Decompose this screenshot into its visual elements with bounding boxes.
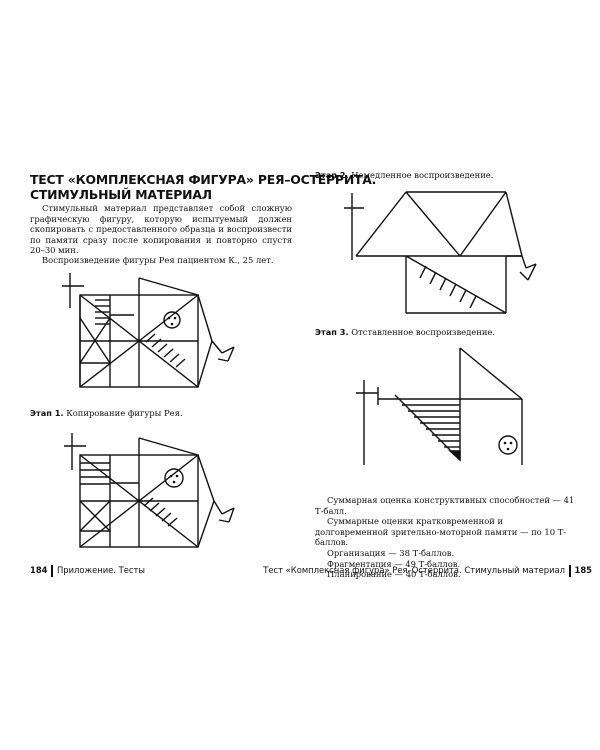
left-footer: 184 Приложение. Тесты bbox=[30, 563, 145, 577]
stage-1-caption: Этап 1. Копирование фигуры Рея. bbox=[30, 408, 183, 418]
stage-2-label: Этап 2. bbox=[315, 170, 349, 180]
stage-3-caption: Этап 3. Отставленное воспроизведение. bbox=[315, 327, 495, 337]
page-title: ТЕСТ «КОМПЛЕКСНАЯ ФИГУРА» РЕЯ–ОСТЕРРИТА.… bbox=[30, 172, 376, 202]
summary-line-organization: Организация — 38 Т-баллов. bbox=[327, 547, 455, 558]
right-footer: Тест «Комплексная фигура» Рея–Остеррита.… bbox=[263, 563, 592, 577]
title-line-1: ТЕСТ «КОМПЛЕКСНАЯ ФИГУРА» РЕЯ–ОСТЕРРИТА. bbox=[30, 172, 377, 187]
intro-paragraph: Стимульный материал представляет собой с… bbox=[30, 203, 292, 256]
rey-figure-delayed-recall bbox=[356, 347, 523, 465]
stage-3-label: Этап 3. bbox=[315, 327, 349, 337]
stage-1-text: Копирование фигуры Рея. bbox=[63, 408, 183, 418]
right-page-number: 185 bbox=[574, 565, 592, 575]
right-footer-divider bbox=[569, 564, 571, 577]
summary-line-memory: Суммарные оценки кратковременной и долго… bbox=[315, 516, 567, 548]
stage-3-text: Отставленное воспроизведение. bbox=[348, 327, 496, 337]
summary-line-fragmentation: Фрагментация — 49 Т-баллов. bbox=[327, 558, 461, 569]
summary-line-constructive: Суммарная оценка конструктивных способно… bbox=[315, 495, 575, 516]
summary-line-planning: Планирование — 40 Т-баллов. bbox=[327, 569, 461, 580]
rey-figure-immediate-recall bbox=[344, 191, 537, 314]
left-running-head: Приложение. Тесты bbox=[56, 565, 145, 575]
stage-2-caption: Этап 2. Немедленное воспроизведение. bbox=[315, 170, 493, 180]
rey-figure-reproduction bbox=[62, 273, 235, 388]
patient-note: Воспроизведение фигуры Рея пациентом К.,… bbox=[42, 255, 274, 265]
stage-2-text: Немедленное воспроизведение. bbox=[348, 170, 494, 180]
title-line-2: СТИМУЛЬНЫЙ МАТЕРИАЛ bbox=[30, 187, 212, 202]
left-footer-divider bbox=[51, 564, 53, 577]
summary-scores: Суммарная оценка конструктивных способно… bbox=[315, 495, 577, 580]
rey-figure-copy bbox=[64, 433, 235, 548]
stage-1-label: Этап 1. bbox=[30, 408, 64, 418]
left-page-number: 184 bbox=[30, 565, 48, 575]
right-running-head: Тест «Комплексная фигура» Рея–Остеррита.… bbox=[263, 565, 566, 575]
